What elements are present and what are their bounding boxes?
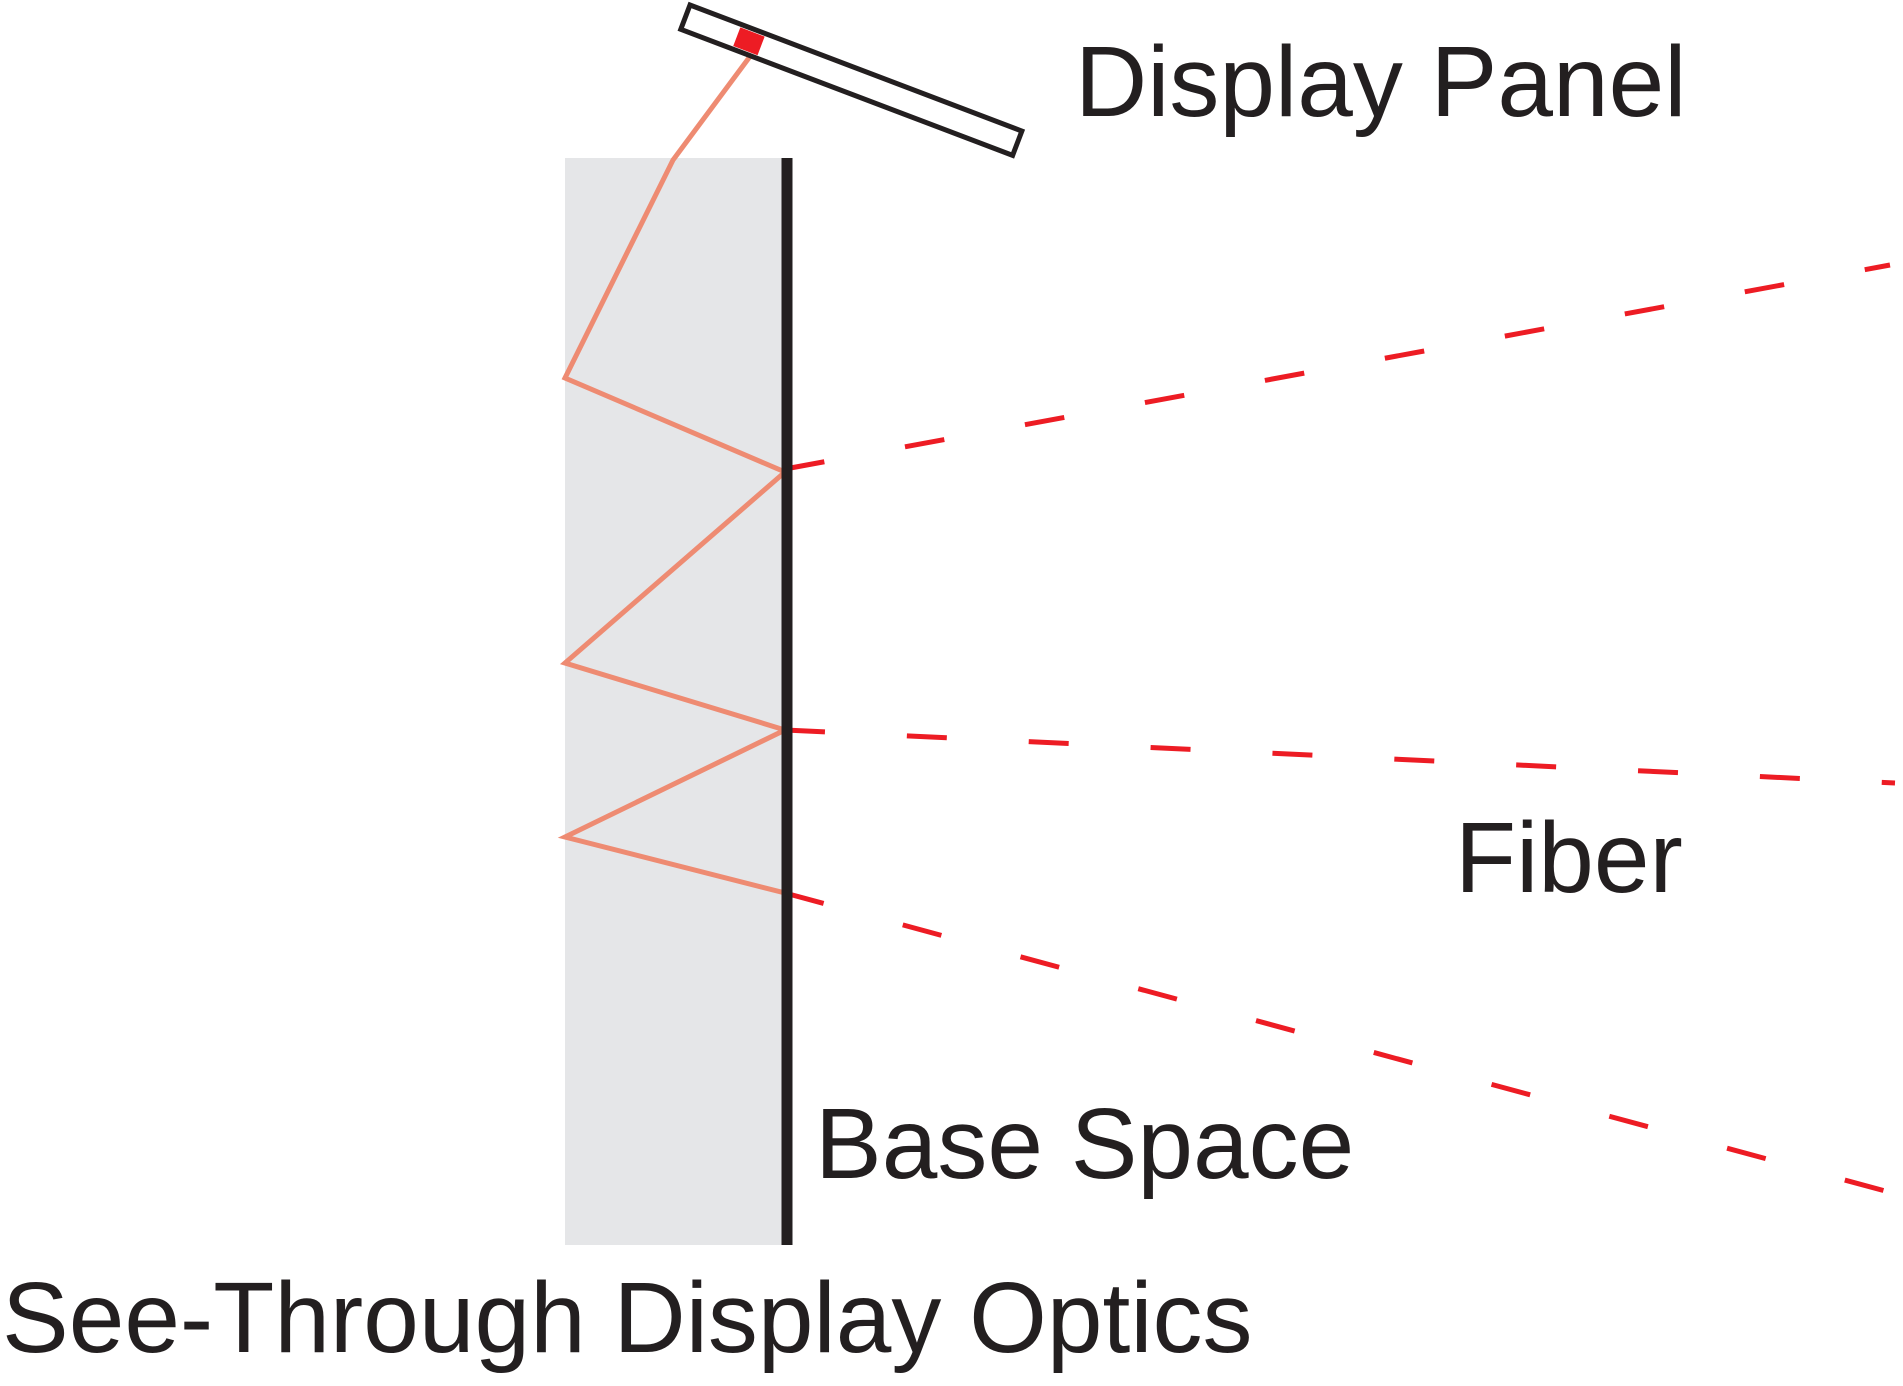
optics-block bbox=[565, 158, 790, 1245]
display-panel-pixel bbox=[733, 27, 765, 56]
display-panel-frame bbox=[677, 1, 1026, 159]
fiber-ray-middle bbox=[784, 727, 1896, 786]
fiber-ray-upper bbox=[784, 262, 1891, 472]
display-panel-label: Display Panel bbox=[1075, 26, 1686, 138]
diagram-title: See-Through Display Optics bbox=[2, 1262, 1253, 1374]
display-panel bbox=[677, 1, 1026, 159]
fiber-label: Fiber bbox=[1455, 802, 1683, 914]
base-space-label: Base Space bbox=[815, 1088, 1354, 1200]
light-ray-path bbox=[557, 41, 792, 896]
